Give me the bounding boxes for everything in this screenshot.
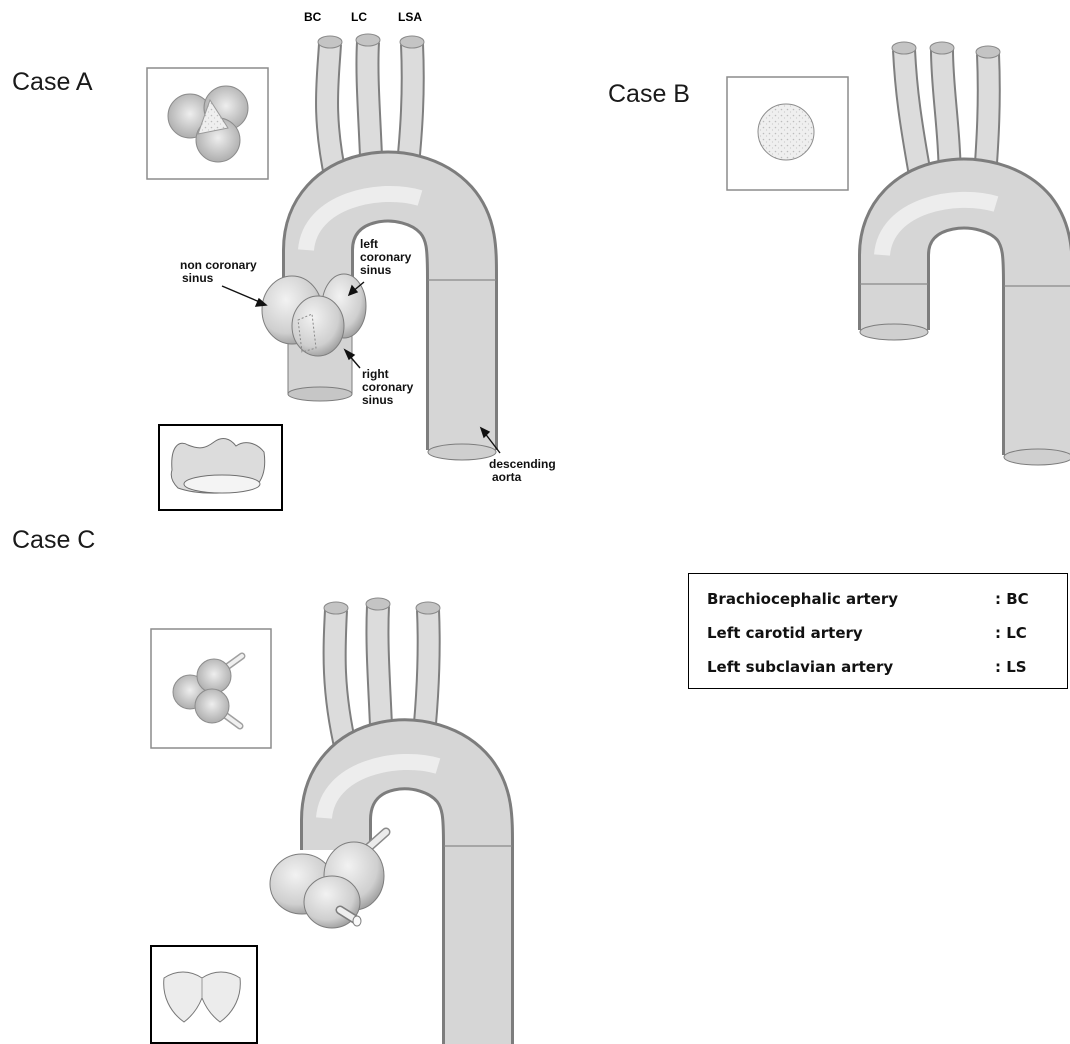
legend-term: Left subclavian artery <box>707 658 893 676</box>
case-a-valve-leaflet-inset <box>159 425 282 510</box>
case-b-valve-inset <box>727 77 848 190</box>
legend-row: Left carotid artery : LC <box>707 624 1067 646</box>
annotation-right-coronary-2: coronary <box>362 380 414 394</box>
legend-abbr: : LS <box>995 658 1027 676</box>
case-a-valve-top-inset <box>147 68 268 179</box>
case-c-valve-leaflet-inset <box>151 946 257 1043</box>
abbreviation-legend: Brachiocephalic artery : BC Left carotid… <box>688 573 1068 689</box>
case-c-valve-top-inset <box>151 629 271 748</box>
annotation-left-coronary-1: left <box>360 237 378 251</box>
annotation-right-coronary-3: sinus <box>362 393 394 407</box>
label-bc: BC <box>304 10 322 24</box>
label-lc: LC <box>351 10 367 24</box>
annotation-right-coronary-1: right <box>362 367 389 381</box>
annotation-descending-1: descending <box>489 457 556 471</box>
annotation-left-coronary-2: coronary <box>360 250 412 264</box>
legend-row: Left subclavian artery : LS <box>707 658 1067 680</box>
legend-abbr: : LC <box>995 624 1027 642</box>
case-c-model <box>270 598 512 1044</box>
legend-row: Brachiocephalic artery : BC <box>707 590 1067 612</box>
legend-term: Left carotid artery <box>707 624 863 642</box>
label-lsa: LSA <box>398 10 422 24</box>
legend-term: Brachiocephalic artery <box>707 590 898 608</box>
annotation-descending-2: aorta <box>492 470 522 484</box>
annotation-non-coronary-1: non coronary <box>180 258 257 272</box>
case-b-model <box>860 42 1070 465</box>
annotation-non-coronary-2: sinus <box>182 271 214 285</box>
legend-abbr: : BC <box>995 590 1029 608</box>
annotation-left-coronary-3: sinus <box>360 263 392 277</box>
